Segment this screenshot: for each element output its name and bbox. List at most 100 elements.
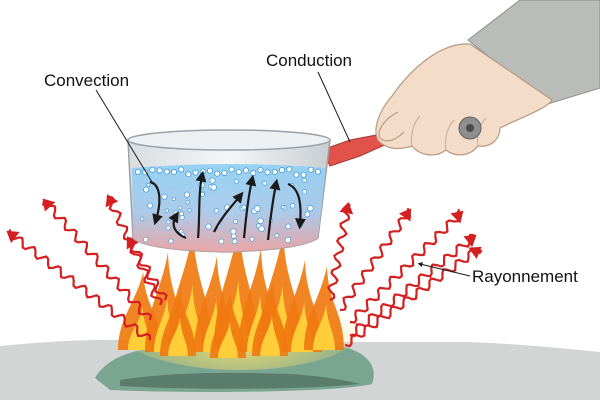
radiation-leader — [417, 262, 471, 277]
bubble — [300, 171, 307, 178]
convection-arrow — [149, 180, 163, 226]
bubble — [187, 208, 192, 213]
bubble — [302, 177, 308, 183]
bubble — [210, 184, 217, 191]
bubble — [231, 238, 238, 245]
bubble — [258, 225, 265, 233]
flame-icon — [118, 222, 360, 370]
bubble — [285, 223, 292, 230]
bubble — [242, 167, 249, 174]
bubble — [301, 189, 308, 195]
bubble — [156, 167, 163, 174]
pan-rim — [127, 129, 331, 151]
flame-core — [168, 317, 188, 356]
flame-core — [218, 321, 238, 358]
bubble — [253, 205, 261, 212]
bubble — [257, 166, 264, 173]
bubble — [271, 168, 278, 175]
label-conduction: Conduction — [266, 51, 352, 70]
convection-arrow — [242, 174, 257, 239]
radiation-wave — [344, 249, 483, 348]
radiation-arrowhead — [105, 194, 119, 208]
bubble — [241, 204, 247, 210]
bubble — [199, 168, 206, 175]
ash-shadow — [120, 372, 360, 389]
radiation-arrowhead — [339, 202, 354, 215]
bubble — [233, 179, 239, 184]
label-rayonnement: Rayonnement — [472, 267, 578, 286]
bubble — [166, 219, 171, 225]
bubble — [307, 166, 314, 173]
bubble — [178, 166, 185, 173]
bubble — [164, 208, 169, 213]
radiation-wave — [106, 195, 164, 306]
bubble — [147, 202, 154, 209]
bubble — [280, 205, 286, 210]
radiation-arrowhead — [450, 210, 464, 224]
bubble — [304, 211, 311, 218]
bubble — [140, 216, 145, 221]
bubble — [250, 170, 257, 177]
bubble — [171, 196, 176, 201]
bubble — [209, 177, 216, 184]
bubble — [249, 236, 255, 242]
bubble — [230, 228, 237, 235]
convection-arrow — [266, 178, 281, 241]
bubble — [214, 170, 221, 177]
bubble — [134, 168, 141, 175]
bubble — [307, 205, 314, 212]
radiation-arrowhead — [398, 208, 412, 222]
bubble — [192, 169, 199, 176]
handle-knob-center — [466, 124, 474, 132]
flame — [160, 286, 196, 356]
flame-core — [260, 315, 280, 356]
bubble — [314, 168, 321, 175]
bubble — [170, 169, 177, 176]
radiation-arrowhead — [126, 236, 139, 250]
bubble — [293, 171, 300, 178]
bubble — [178, 229, 184, 234]
bubble — [235, 168, 242, 175]
hand — [375, 43, 553, 156]
convection-leader — [95, 89, 153, 183]
bubble — [278, 167, 285, 174]
thumb — [378, 111, 405, 142]
flame — [252, 282, 288, 356]
bubble — [183, 191, 190, 198]
bubble — [185, 171, 192, 178]
convection-arrow — [195, 170, 207, 239]
bubble — [161, 193, 168, 200]
convection-arrow — [287, 182, 306, 230]
flame — [304, 266, 344, 350]
hand-holding-pan-icon — [375, 0, 600, 156]
label-convection: Convection — [44, 71, 129, 90]
bubble — [233, 219, 238, 224]
convection-arrow — [213, 191, 244, 233]
conduction-leader — [317, 71, 351, 143]
bubble — [185, 200, 190, 205]
bubble — [257, 217, 264, 225]
flame — [210, 292, 246, 358]
bubble — [231, 233, 237, 239]
bubble — [149, 166, 156, 173]
pan — [127, 129, 397, 253]
bubble — [286, 166, 293, 173]
bubble — [284, 236, 292, 244]
radiation-wave — [127, 237, 168, 301]
bubble — [218, 238, 225, 245]
bubble — [142, 236, 149, 243]
bubble — [146, 183, 151, 188]
bubble — [163, 168, 170, 175]
bubble — [177, 205, 183, 210]
bubble — [205, 223, 212, 230]
bubble — [221, 169, 228, 176]
radiation-arrowhead — [468, 246, 482, 260]
radiation-arrowhead — [42, 198, 56, 212]
bubble — [262, 180, 268, 186]
bubble — [264, 169, 271, 176]
bubble — [206, 167, 213, 174]
radiation-arrowhead — [463, 234, 477, 248]
convection-arrow — [168, 211, 187, 240]
